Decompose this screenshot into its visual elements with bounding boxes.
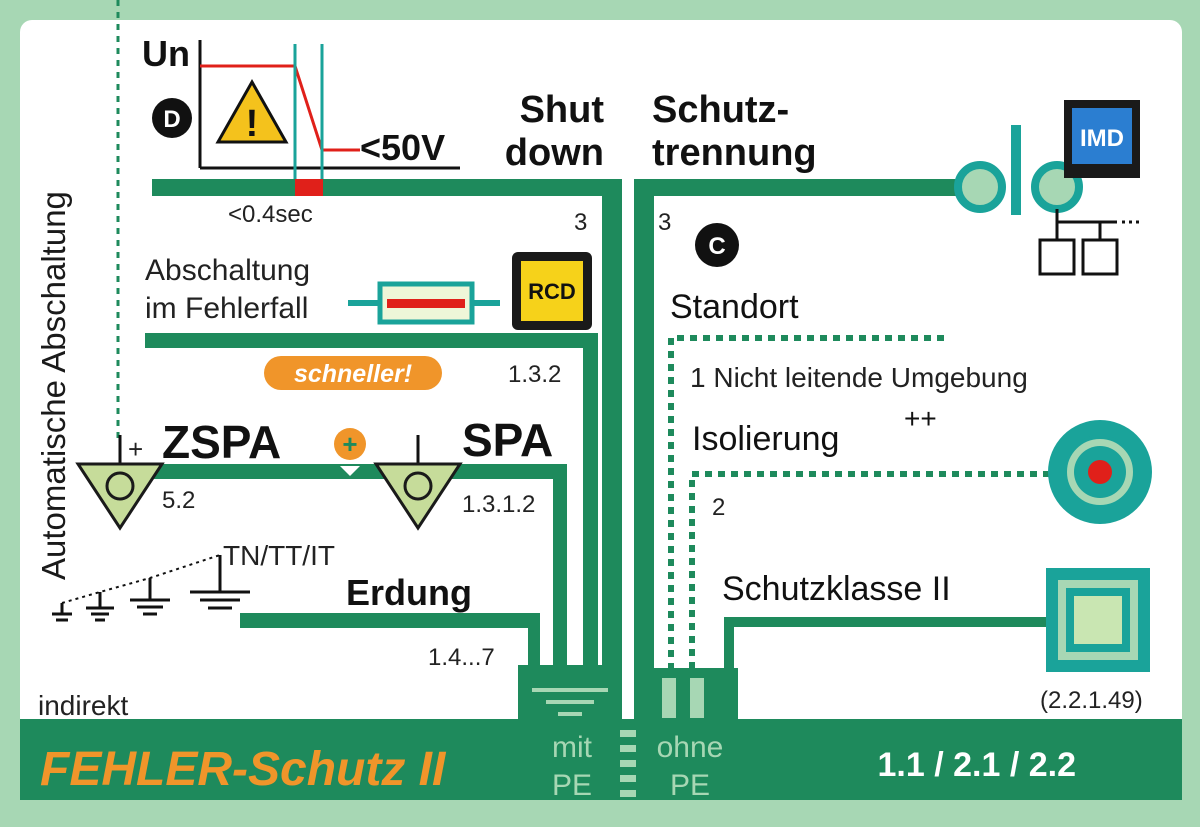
zspa-symbol xyxy=(75,435,165,531)
title: FEHLER-Schutz II xyxy=(40,743,447,796)
badge-d xyxy=(152,98,192,138)
imd-label: IMD xyxy=(1080,125,1124,152)
warning-icon-mark: ! xyxy=(246,103,259,145)
zspa-plus: + xyxy=(128,434,143,464)
ground-symbols-icon xyxy=(52,554,250,622)
time-limit-label: <0.4sec xyxy=(228,201,313,228)
zspa-ref: 5.2 xyxy=(162,487,195,514)
warning-icon xyxy=(215,78,289,144)
schutztrennung-line1: Schutz- xyxy=(652,89,789,131)
mit-pe-line2: PE xyxy=(552,769,592,802)
grounding-ref: 1.4...7 xyxy=(428,644,495,671)
ohne-pe-connector xyxy=(662,678,704,718)
insulation-icon xyxy=(1048,420,1152,524)
voltage-chart: Un <50V ! D <0.4sec xyxy=(142,33,460,228)
grounding-label: Erdung xyxy=(346,572,472,613)
schutztrennung-ref: 3 xyxy=(658,209,671,236)
spa-ref: 1.3.1.2 xyxy=(462,491,535,518)
standort-item: 1 Nicht leitende Umgebung xyxy=(690,362,1028,393)
voltage-curve xyxy=(200,64,360,152)
consumer-network-icon xyxy=(1038,209,1142,276)
references: 1.1 / 2.1 / 2.2 xyxy=(878,746,1076,784)
pe-divider xyxy=(620,730,636,797)
ohne-pe-line1: ohne xyxy=(657,731,724,764)
dotted-lines xyxy=(668,335,1050,670)
abschaltung-line1: Abschaltung xyxy=(145,254,310,287)
join-notch xyxy=(340,466,360,476)
plus-connector-mark: + xyxy=(342,429,357,459)
schutzklasse-ref: (2.2.1.49) xyxy=(1040,687,1143,714)
un-label: Un xyxy=(142,33,190,74)
badge-d-letter: D xyxy=(163,106,180,133)
left-vertical-label: Automatische Abschaltung xyxy=(35,191,72,580)
standort-label: Standort xyxy=(670,288,799,326)
abschaltung-line2: im Fehlerfall xyxy=(145,292,308,325)
shutdown-line1: Shut xyxy=(520,89,605,131)
isolierung-ref: 2 xyxy=(712,494,725,521)
isolierung-label: Isolierung xyxy=(692,420,839,458)
green-bus-lines xyxy=(20,179,1182,800)
schutzklasse-label: Schutzklasse II xyxy=(722,570,951,608)
shutdown-ref: 3 xyxy=(574,209,587,236)
voltage-limit-label: <50V xyxy=(360,127,445,168)
faster-badge-text: schneller! xyxy=(294,360,412,388)
rcd-label: RCD xyxy=(528,279,576,304)
spa-label: SPA xyxy=(462,414,553,466)
shutdown-line2: down xyxy=(505,132,604,174)
ground-connector xyxy=(532,688,608,716)
plus-connector-icon xyxy=(334,428,366,460)
mit-pe-line1: mit xyxy=(552,731,593,764)
card-background xyxy=(20,20,1182,800)
schutztrennung-line2: trennung xyxy=(652,132,817,174)
badge-c xyxy=(695,223,739,267)
badge-c-letter: C xyxy=(708,233,725,260)
fuse-icon xyxy=(348,281,500,325)
imd-device-icon: IMD xyxy=(1064,100,1140,178)
rcd-device-icon: RCD xyxy=(512,252,592,330)
rcd-ref: 1.3.2 xyxy=(508,361,561,388)
grounding-systems: TN/TT/IT xyxy=(223,540,335,571)
ohne-pe-line2: PE xyxy=(670,769,710,802)
zspa-label: ZSPA xyxy=(162,416,281,468)
indirekt-label: indirekt xyxy=(38,690,128,721)
spa-symbol xyxy=(373,435,463,531)
class-ii-icon xyxy=(1046,568,1150,672)
isolierung-sup: ++ xyxy=(904,403,937,434)
faster-badge xyxy=(264,356,442,390)
